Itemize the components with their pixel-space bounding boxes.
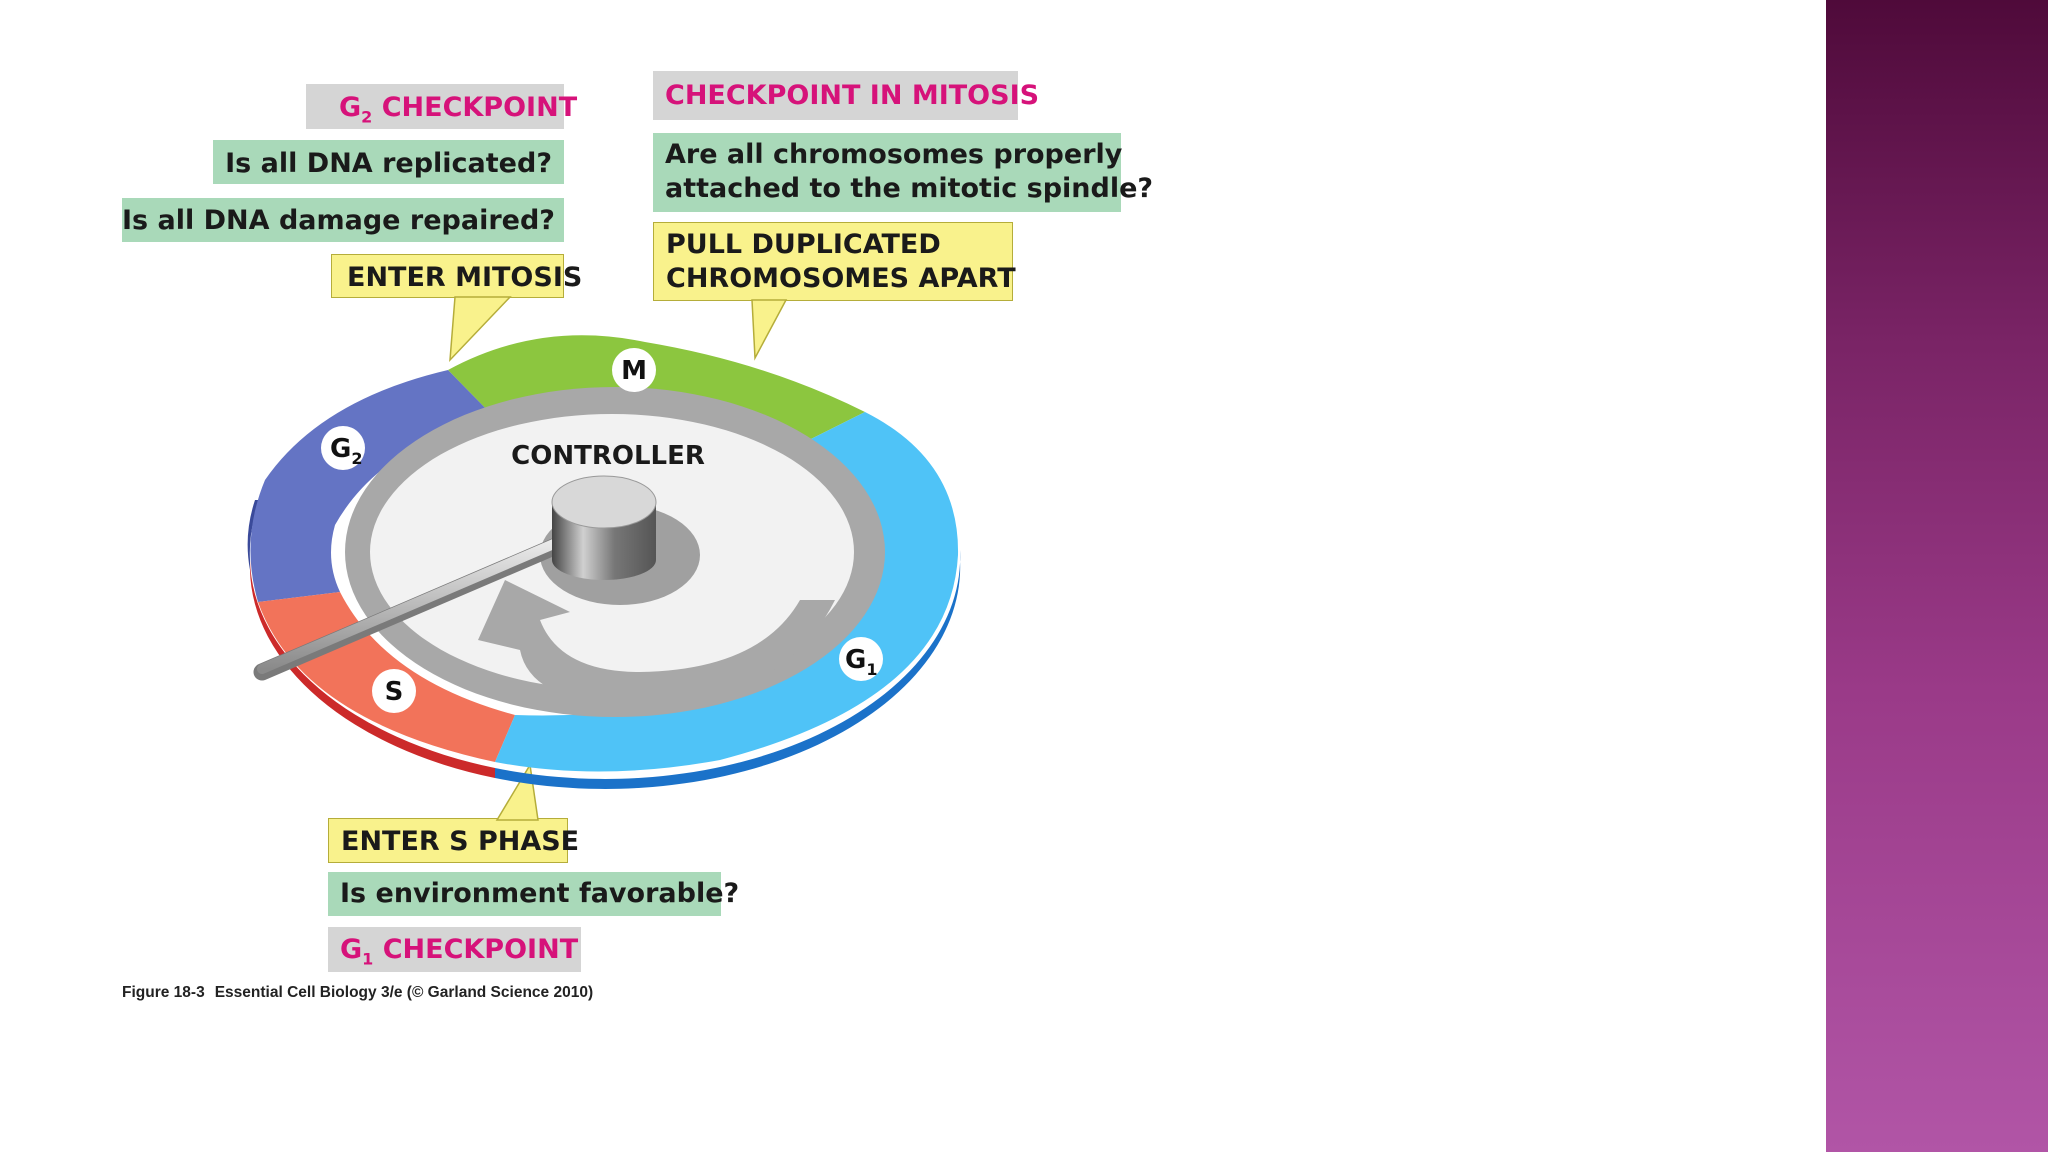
ring-edge-s [250, 560, 495, 778]
controller-arm-highlight [257, 532, 575, 674]
figure-caption: Figure 18-3 Essential Cell Biology 3/e (©… [122, 984, 593, 1002]
g2-question-dna-replicated: Is all DNA replicated? [213, 140, 564, 184]
g2-checkpoint-title: G2 CHECKPOINT [306, 84, 577, 129]
phase-badge-g2 [321, 426, 365, 470]
phase-label-m: M [621, 356, 647, 386]
phase-label-s: S [385, 677, 404, 707]
controller-label: CONTROLLER [511, 441, 705, 471]
pull-chromosomes-pointer [751, 299, 788, 361]
phase-label-g1: G1 [845, 645, 877, 679]
g2-question-dna-damage: Is all DNA damage repaired? [122, 198, 564, 242]
figure-source: Essential Cell Biology 3/e (© Garland Sc… [214, 984, 594, 1001]
phase-label-g2: G2 [330, 434, 362, 468]
controller-knob-top [551, 475, 657, 529]
ring-edge-g1 [495, 550, 961, 789]
mitosis-question-line-1: Are all chromosomes properly [665, 139, 1123, 170]
rotation-arrow [478, 580, 835, 706]
pull-chromosomes-line-1: PULL DUPLICATED [666, 229, 941, 260]
pull-chromosomes-line-2: CHROMOSOMES APART [666, 263, 1016, 294]
g1-question-environment: Is environment favorable? [328, 872, 739, 916]
enter-s-phase-callout: ENTER S PHASE [328, 818, 579, 863]
enter-mitosis-callout: ENTER MITOSIS [331, 254, 582, 298]
phase-badge-s [372, 669, 416, 713]
g1-checkpoint-title: G1 CHECKPOINT [328, 927, 581, 972]
ring-edge-g2 [247, 500, 260, 570]
pull-chromosomes-callout: PULL DUPLICATED CHROMOSOMES APART [653, 222, 1016, 301]
mitosis-question: Are all chromosomes properly attached to… [653, 133, 1154, 212]
mitosis-checkpoint-title: CHECKPOINT IN MITOSIS [653, 71, 1039, 120]
phase-segment-g1 [495, 412, 959, 772]
phase-badge-g1 [839, 637, 883, 681]
decorative-side-panel [1826, 0, 2048, 1152]
mitosis-question-line-2: attached to the mitotic spindle? [665, 173, 1154, 204]
cell-cycle-wheel: CONTROLLER M G2 S G1 [247, 296, 961, 821]
phase-segment-g2 [250, 370, 495, 602]
figure-id: Figure 18-3 [122, 984, 205, 1001]
phase-badge-m [612, 348, 656, 392]
enter-mitosis-pointer [449, 296, 512, 363]
